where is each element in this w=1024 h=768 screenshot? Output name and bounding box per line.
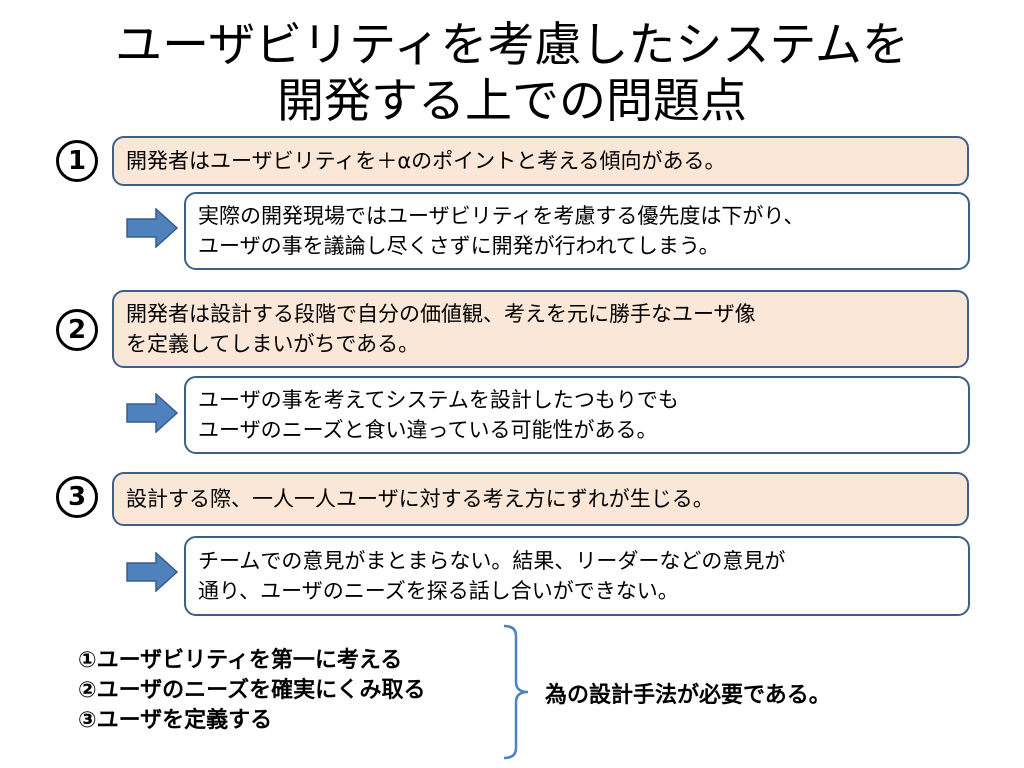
summary-item-2: ②ユーザのニーズを確実にくみ取る — [78, 678, 426, 703]
result-2-line-2: ユーザのニーズと食い違っている可能性がある。 — [198, 418, 658, 442]
problem-2-line-2: を定義してしまいがちである。 — [126, 332, 420, 356]
right-brace-icon — [503, 624, 529, 760]
slide-title: ユーザビリティを考慮したシステムを 開発する上での問題点 — [0, 18, 1024, 130]
result-3-box: チームでの意見がまとまらない。結果、リーダーなどの意見が 通り、ユーザのニーズを… — [184, 536, 970, 616]
problem-3-box: 設計する際、一人一人ユーザに対する考え方にずれが生じる。 — [112, 472, 969, 526]
summary-item-1: ①ユーザビリティを第一に考える — [78, 648, 403, 673]
arrow-right-icon — [126, 552, 178, 592]
result-1-box: 実際の開発現場ではユーザビリティを考慮する優先度は下がり、 ユーザの事を議論し尽… — [184, 192, 970, 270]
result-3-line-1: チームでの意見がまとまらない。結果、リーダーなどの意見が — [198, 549, 786, 573]
summary-list: ①ユーザビリティを第一に考える ②ユーザのニーズを確実にくみ取る ③ユーザを定義… — [78, 646, 426, 736]
result-2-box: ユーザの事を考えてシステムを設計したつもりでも ユーザのニーズと食い違っている可… — [184, 376, 970, 454]
arrow-right-icon — [126, 208, 178, 248]
conclusion-text: 為の設計手法が必要である。 — [545, 683, 831, 708]
arrow-right-icon — [126, 393, 178, 433]
result-2-line-1: ユーザの事を考えてシステムを設計したつもりでも — [198, 388, 679, 412]
problem-3-line-1: 設計する際、一人一人ユーザに対する考え方にずれが生じる。 — [126, 487, 714, 511]
problem-1-line-1: 開発者はユーザビリティを＋αのポイントと考える傾向がある。 — [126, 149, 726, 173]
result-1-line-2: ユーザの事を議論し尽くさずに開発が行われてしまう。 — [198, 234, 720, 258]
problem-2-line-1: 開発者は設計する段階で自分の価値観、考えを元に勝手なユーザ像 — [126, 302, 756, 326]
title-line-2: 開発する上での問題点 — [277, 74, 747, 129]
summary-item-3: ③ユーザを定義する — [78, 708, 273, 733]
result-3-line-2: 通り、ユーザのニーズを探る話し合いができない。 — [198, 579, 679, 603]
problem-2-box: 開発者は設計する段階で自分の価値観、考えを元に勝手なユーザ像 を定義してしまいが… — [112, 290, 969, 368]
problem-3-marker: 3 — [56, 476, 98, 518]
problem-1-marker: 1 — [56, 140, 98, 182]
result-1-line-1: 実際の開発現場ではユーザビリティを考慮する優先度は下がり、 — [198, 204, 805, 228]
problem-1-box: 開発者はユーザビリティを＋αのポイントと考える傾向がある。 — [112, 136, 969, 186]
problem-2-marker: 2 — [56, 309, 98, 351]
title-line-1: ユーザビリティを考慮したシステムを — [115, 18, 909, 73]
